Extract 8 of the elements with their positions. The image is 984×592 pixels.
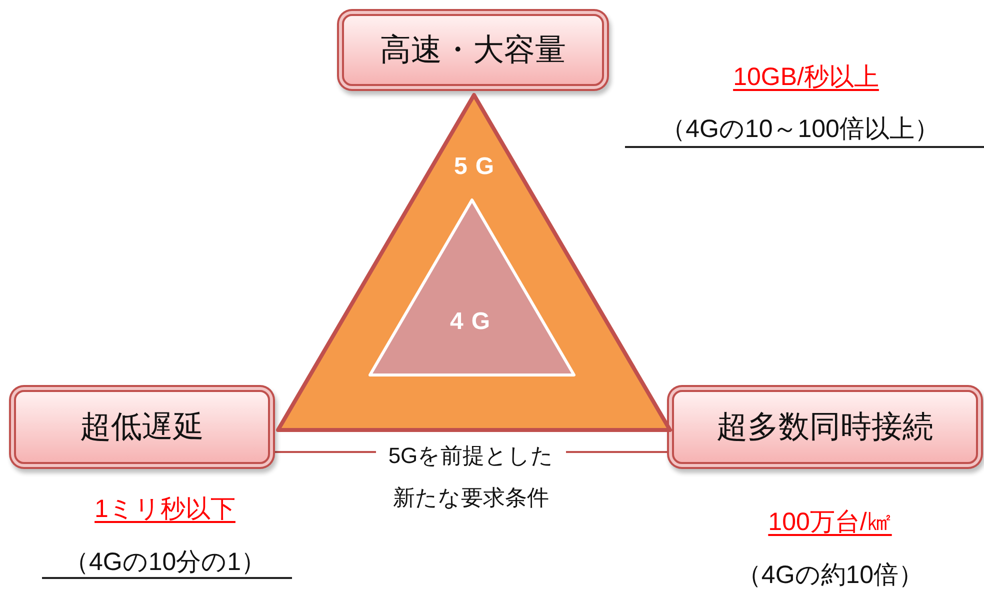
spec-value: 10GB/秒以上 — [733, 62, 879, 93]
comparison-note: （4Gの約10倍） — [736, 560, 924, 591]
comparison-note: （4Gの10分の1） — [64, 547, 266, 578]
triangle-label: 5G — [454, 153, 502, 181]
triangle-label: 4G — [450, 308, 498, 336]
spec-value: 1ミリ秒以下 — [94, 494, 236, 525]
comparison-note: （4Gの10～100倍以上） — [660, 114, 940, 145]
spec-value: 100万台/㎢ — [768, 507, 892, 538]
